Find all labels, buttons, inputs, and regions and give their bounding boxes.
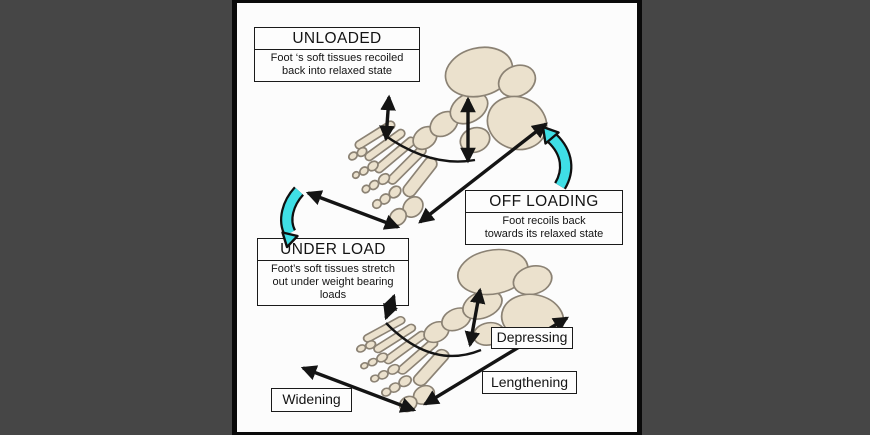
- off-loading-description: Foot recoils back towards its relaxed st…: [484, 215, 604, 240]
- off-loading-title: OFF LOADING: [466, 191, 622, 213]
- unloaded-title: UNLOADED: [255, 28, 419, 50]
- panel-left-border: [232, 0, 237, 435]
- under-load-callout: UNDER LOAD Foot’s soft tissues stretch o…: [257, 238, 409, 306]
- under-load-description: Foot’s soft tissues stretch out under we…: [271, 263, 395, 301]
- arch-height-arrow-left-unloaded: [379, 94, 396, 142]
- under-load-title: UNDER LOAD: [258, 239, 408, 261]
- panel-top-border: [232, 0, 642, 3]
- unloaded-description: Foot ‘s soft tissues recoiled back into …: [270, 52, 404, 77]
- off-loading-callout: OFF LOADING Foot recoils back towards it…: [465, 190, 623, 245]
- diagram-panel: UNLOADED Foot ‘s soft tissues recoiled b…: [237, 0, 637, 435]
- panel-bottom-border: [232, 432, 642, 435]
- lengthening-label: Lengthening: [482, 371, 577, 394]
- depressing-label: Depressing: [491, 327, 573, 349]
- unloaded-callout: UNLOADED Foot ‘s soft tissues recoiled b…: [254, 27, 420, 82]
- widening-label: Widening: [271, 388, 352, 412]
- panel-right-border: [637, 0, 642, 435]
- loading-transition-arrow: [305, 190, 401, 230]
- widening-arrow: [300, 365, 417, 413]
- length-axis-arrow-unloaded: [418, 122, 548, 224]
